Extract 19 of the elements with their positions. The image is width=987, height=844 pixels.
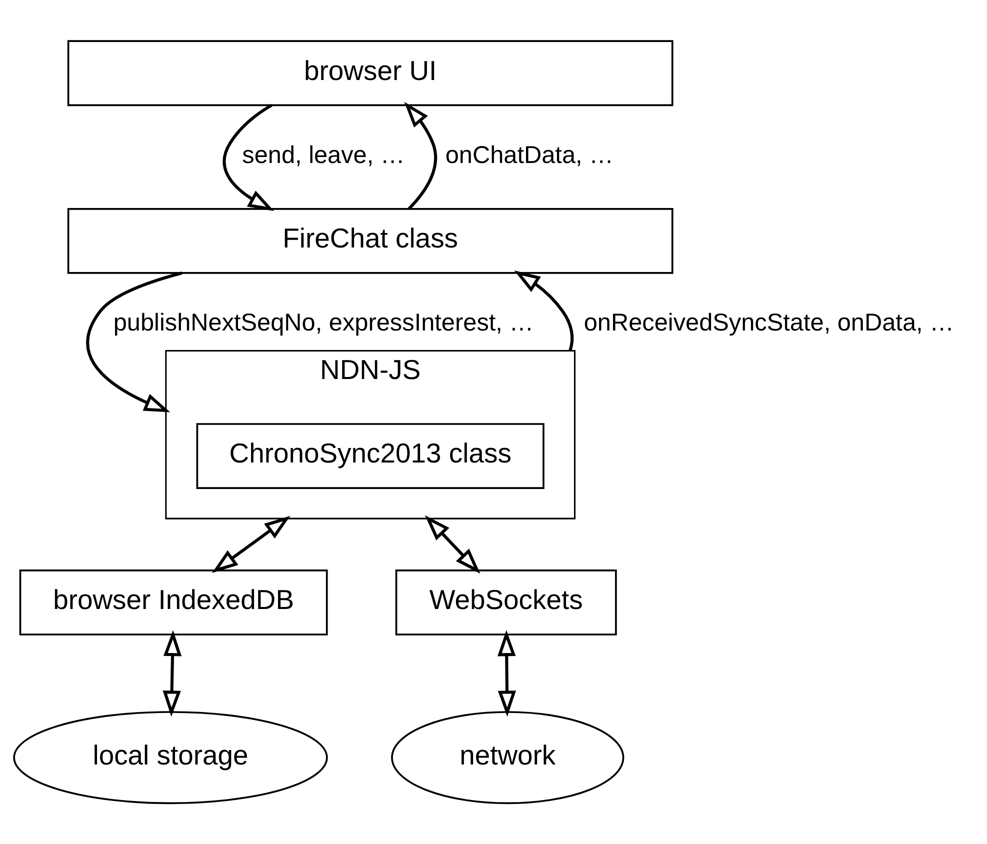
node-box: browser IndexedDB <box>19 570 328 636</box>
edge-label: publishNextSeqNo, expressInterest, … <box>113 310 534 337</box>
arrow <box>86 272 182 412</box>
node-box: WebSockets <box>395 570 617 636</box>
node-box: ChronoSync2013 class <box>196 423 544 489</box>
edge-label: onReceivedSyncState, onData, … <box>584 310 954 337</box>
arrow <box>212 516 290 573</box>
arrow <box>498 630 516 717</box>
node-box: browser UI <box>67 40 674 106</box>
edge-label: onChatData, … <box>445 142 614 169</box>
node-ellipse: local storage <box>13 711 328 804</box>
arrow <box>514 270 574 352</box>
arrow <box>222 104 274 212</box>
arrow <box>162 630 182 717</box>
arrow <box>424 515 480 574</box>
arrow <box>404 102 438 210</box>
edge-label: send, leave, … <box>242 142 405 169</box>
node-box: FireChat class <box>67 208 674 274</box>
node-ellipse: network <box>391 711 624 804</box>
